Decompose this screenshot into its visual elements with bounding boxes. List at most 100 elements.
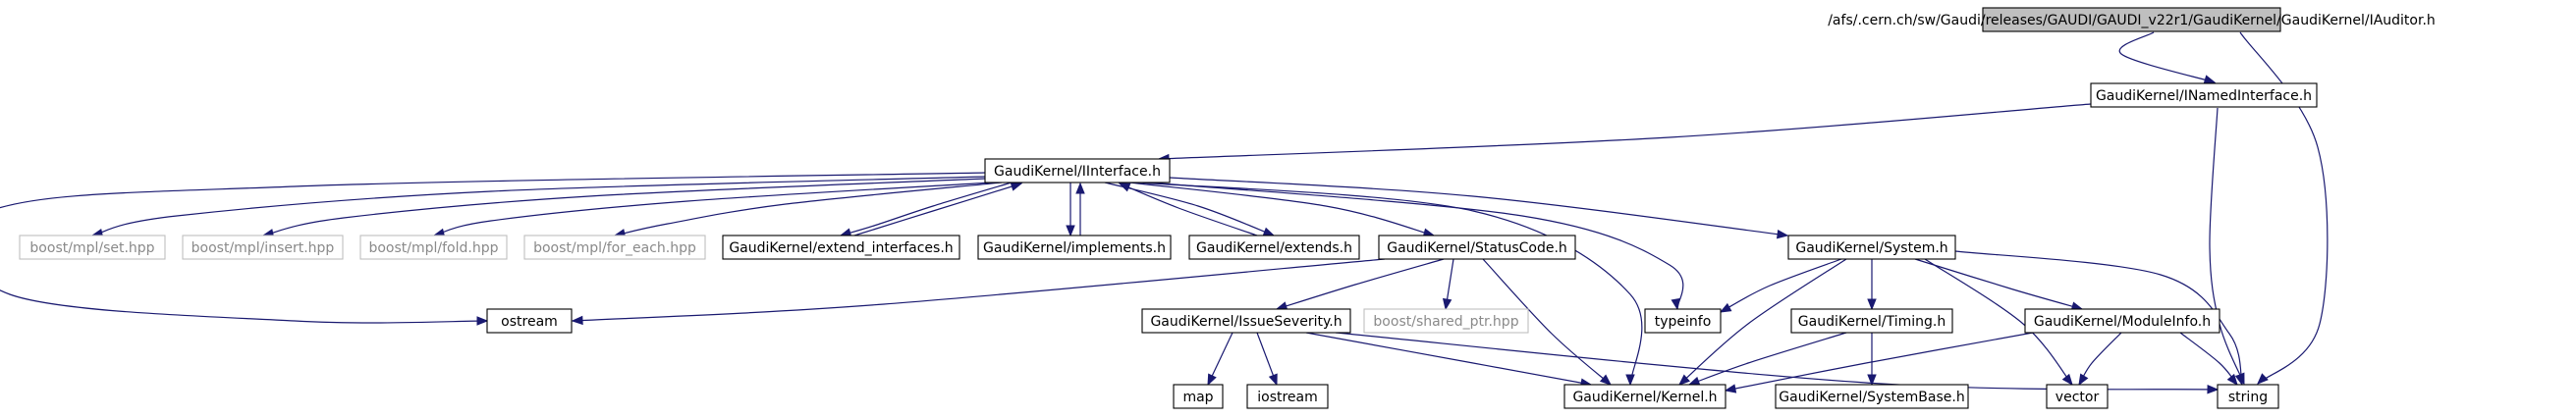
node-label: GaudiKernel/extends.h	[1196, 240, 1352, 256]
edge-arrowhead	[1724, 384, 1737, 393]
edge-arrowhead	[1867, 298, 1877, 311]
node-box	[1188, 235, 1360, 260]
node-box	[977, 235, 1172, 260]
edge-line	[1720, 258, 1842, 313]
edge-inamedinterface-to-iinterface	[1157, 103, 2092, 164]
node-inamedinterface[interactable]: GaudiKernel/INamedInterface.h	[2090, 82, 2318, 108]
node-box	[1775, 384, 1969, 409]
edge-line	[433, 182, 993, 236]
edge-arrowhead	[2234, 373, 2245, 387]
edge-moduleinfo-to-vector	[2078, 332, 2122, 387]
edge-arrowhead	[1867, 374, 1877, 387]
edge-arrowhead	[2257, 373, 2269, 385]
node-label: GaudiKernel/System.h	[1795, 240, 1947, 256]
edge-timing-to-kernel	[1687, 332, 1847, 386]
node-label: typeinfo	[1655, 314, 1712, 330]
edge-system-to-kernel	[1677, 258, 1847, 386]
node-box	[1982, 7, 2281, 32]
edge-line	[840, 182, 1013, 236]
node-kernel[interactable]: GaudiKernel/Kernel.h	[1563, 384, 1726, 409]
node-box	[486, 308, 573, 334]
node-label: iostream	[1257, 390, 1318, 405]
edge-moduleinfo-to-kernel	[1724, 332, 2034, 393]
edge-line	[1335, 332, 2219, 391]
edge-arrowhead	[1599, 374, 1613, 386]
node-typeinfo[interactable]: typeinfo	[1644, 308, 1722, 334]
edge-line	[1688, 332, 1847, 386]
edge-system-to-string	[1954, 250, 2245, 387]
node-iinterface[interactable]: GaudiKernel/IInterface.h	[984, 158, 1171, 183]
edge-statuscode-to-kernel	[1482, 258, 1613, 386]
edge-iinterface-to-mpl_for_each	[613, 182, 1003, 238]
edge-line	[614, 182, 1003, 236]
edge-arrowhead	[1207, 373, 1217, 387]
edge-arrowhead	[2226, 373, 2238, 387]
node-label: ostream	[501, 314, 558, 330]
node-box	[1563, 384, 1726, 409]
edge-iinterface-to-statuscode	[1128, 182, 1436, 237]
edge-arrowhead	[1625, 374, 1635, 387]
node-extend_interfaces[interactable]: GaudiKernel/extend_interfaces.h	[722, 235, 960, 260]
node-implements[interactable]: GaudiKernel/implements.h	[977, 235, 1172, 260]
node-timing[interactable]: GaudiKernel/Timing.h	[1790, 308, 1953, 334]
edge-arrowhead	[1075, 182, 1085, 194]
node-systembase[interactable]: GaudiKernel/SystemBase.h	[1775, 384, 1969, 409]
edge-statuscode-to-shared_ptr	[1442, 258, 1454, 311]
node-map[interactable]: map	[1173, 384, 1224, 409]
edge-issueseverity-to-kernel	[1305, 332, 1593, 388]
node-vector[interactable]: vector	[2046, 384, 2109, 409]
node-moduleinfo[interactable]: GaudiKernel/ModuleInfo.h	[2024, 308, 2220, 334]
node-iostream[interactable]: iostream	[1246, 384, 1329, 409]
node-box	[1141, 308, 1351, 334]
edge-arrowhead	[1066, 225, 1075, 237]
edge-iinterface-to-ostream	[0, 172, 986, 326]
edge-arrowhead	[2207, 385, 2220, 394]
node-label: GaudiKernel/IInterface.h	[994, 164, 1161, 180]
edge-inamedinterface-to-string	[2209, 107, 2245, 386]
edge-line	[2239, 31, 2329, 385]
edge-extends-to-iinterface	[1118, 183, 1258, 236]
edge-line	[2179, 332, 2238, 386]
node-box	[1787, 235, 1956, 260]
edge-timing-to-systembase	[1867, 333, 1877, 387]
node-iauditor[interactable]: /afs/.cern.ch/sw/Gaudi/releases/GAUDI/GA…	[1828, 7, 2436, 32]
edge-arrowhead	[1719, 302, 1732, 313]
edge-issueseverity-to-map	[1207, 332, 1233, 387]
node-system[interactable]: GaudiKernel/System.h	[1787, 235, 1956, 260]
node-label: map	[1182, 390, 1213, 405]
edge-system-to-moduleinfo	[1914, 258, 2084, 311]
node-box	[19, 235, 166, 260]
node-label: GaudiKernel/ModuleInfo.h	[2034, 314, 2211, 330]
edge-issueseverity-to-iostream	[1256, 332, 1278, 387]
edge-moduleinfo-to-string	[2179, 332, 2238, 387]
edge-arrowhead	[1010, 182, 1023, 191]
edge-line	[1305, 332, 1592, 386]
node-label: boost/mpl/for_each.hpp	[533, 240, 696, 256]
edge-statuscode-to-ostream	[571, 258, 1386, 326]
node-string[interactable]: string	[2217, 384, 2279, 409]
edge-extend_interfaces-to-iinterface	[853, 182, 1023, 236]
node-label: GaudiKernel/IssueSeverity.h	[1150, 314, 1342, 330]
edge-iinterface-to-mpl_set	[90, 176, 986, 238]
edge-line	[1128, 182, 1435, 236]
node-issueseverity[interactable]: GaudiKernel/IssueSeverity.h	[1141, 308, 1351, 334]
node-extends[interactable]: GaudiKernel/extends.h	[1188, 235, 1360, 260]
node-mpl_set: boost/mpl/set.hpp	[19, 235, 166, 260]
node-label: GaudiKernel/Timing.h	[1798, 314, 1946, 330]
node-label: /afs/.cern.ch/sw/Gaudi/releases/GAUDI/GA…	[1828, 13, 2436, 28]
node-label: GaudiKernel/SystemBase.h	[1779, 390, 1964, 405]
edge-arrowhead	[1268, 373, 1278, 387]
node-statuscode[interactable]: GaudiKernel/StatusCode.h	[1378, 235, 1576, 260]
edges-layer	[0, 31, 2329, 394]
edge-iinterface-to-system	[1169, 177, 1789, 239]
node-box	[359, 235, 508, 260]
node-ostream[interactable]: ostream	[486, 308, 573, 334]
edge-iauditor-to-inamedinterface	[2118, 31, 2217, 84]
node-label: GaudiKernel/StatusCode.h	[1387, 240, 1567, 256]
edge-system-to-typeinfo	[1719, 258, 1842, 313]
node-box	[984, 158, 1171, 183]
node-box	[722, 235, 960, 260]
node-box	[2217, 384, 2279, 409]
nodes-layer: /afs/.cern.ch/sw/Gaudi/releases/GAUDI/GA…	[19, 7, 2436, 409]
